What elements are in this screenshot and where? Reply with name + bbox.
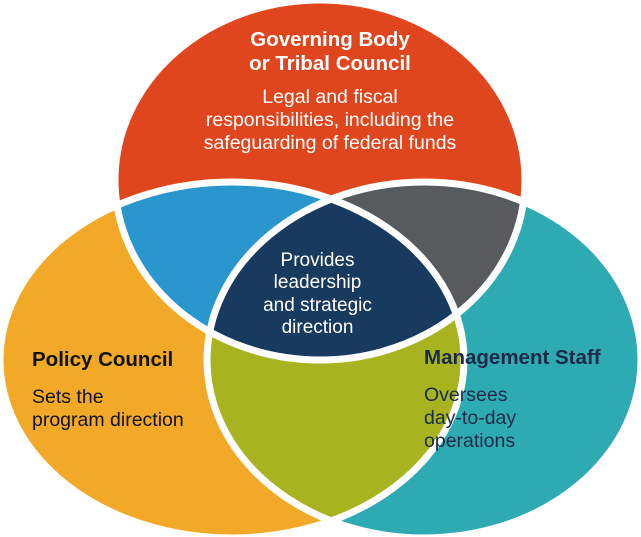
management-desc-line: day-to-day bbox=[424, 407, 517, 429]
management-staff-description: Oversees day-to-day operations bbox=[424, 384, 516, 453]
policy-council-title: Policy Council bbox=[32, 348, 173, 372]
governing-title-line: Governing Body bbox=[250, 28, 410, 51]
center-overlap bbox=[207, 182, 464, 360]
governing-desc-line: Legal and fiscal bbox=[262, 86, 398, 108]
center-line: Provides bbox=[280, 250, 355, 271]
center-line: direction bbox=[281, 317, 354, 339]
governing-body-title: Governing Body or Tribal Council bbox=[150, 28, 510, 76]
management-desc-line: Oversees bbox=[424, 384, 508, 406]
governing-desc-line: safeguarding of federal funds bbox=[203, 132, 457, 154]
governing-title-line: or Tribal Council bbox=[249, 52, 411, 76]
policy-council-description: Sets the program direction bbox=[32, 386, 184, 432]
policy-desc-line: program direction bbox=[32, 409, 184, 431]
center-description: Provides leadership and strategic direct… bbox=[245, 250, 390, 340]
management-desc-line: operations bbox=[424, 430, 516, 452]
management-staff-title: Management Staff bbox=[424, 346, 601, 370]
management-title-line: Management Staff bbox=[424, 346, 601, 369]
center-line: leadership bbox=[273, 272, 362, 294]
center-line: and strategic bbox=[263, 294, 372, 316]
governing-body-description: Legal and fiscal responsibilities, inclu… bbox=[150, 86, 510, 155]
governing-desc-line: responsibilities, including the bbox=[205, 109, 455, 131]
policy-title-line: Policy Council bbox=[32, 348, 174, 371]
policy-desc-line: Sets the bbox=[32, 386, 104, 408]
